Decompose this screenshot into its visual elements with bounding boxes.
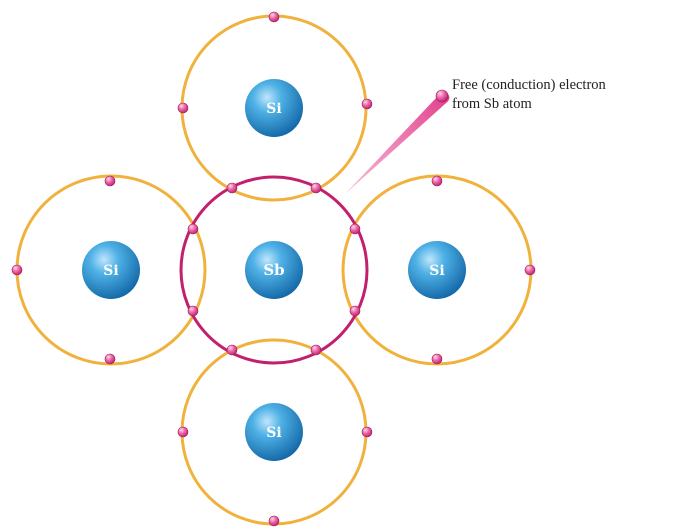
si-right-label: Si	[429, 263, 444, 279]
si-bottom-electron-left	[177, 426, 189, 438]
shared-electron-bottom-right	[310, 344, 322, 356]
shared-electron-left-upper	[187, 223, 199, 235]
si-right-electron-top	[431, 175, 443, 187]
free-conduction-electron	[435, 89, 449, 103]
electrons-layer	[11, 11, 536, 527]
si-top-electron-left	[177, 102, 189, 114]
annotation-line-2: from Sb atom	[452, 96, 532, 112]
si-left-nucleus	[82, 241, 140, 299]
sb-center-nucleus	[245, 241, 303, 299]
si-top-nucleus	[245, 79, 303, 137]
shared-electron-bottom-left	[226, 344, 238, 356]
si-bottom-electron-bottom	[268, 515, 280, 527]
si-left-label: Si	[103, 263, 118, 279]
si-left-electron-left	[11, 264, 23, 276]
si-top-label: Si	[266, 101, 281, 117]
shared-electron-right-upper	[349, 223, 361, 235]
sb-center-label: Sb	[263, 261, 284, 279]
si-left-electron-top	[104, 175, 116, 187]
pointer-layer	[345, 92, 450, 194]
shared-electron-right-lower	[349, 305, 361, 317]
si-right-nucleus	[408, 241, 466, 299]
si-bottom-nucleus	[245, 403, 303, 461]
si-left-electron-bottom	[104, 353, 116, 365]
si-bottom-label: Si	[266, 425, 281, 441]
si-top-electron-right	[361, 98, 373, 110]
si-right-electron-right	[524, 264, 536, 276]
sb-center-orbit	[179, 175, 369, 365]
shared-electron-left-lower	[187, 305, 199, 317]
si-right-electron-bottom	[431, 353, 443, 365]
si-bottom-electron-right	[361, 426, 373, 438]
shared-electron-top-right	[310, 182, 322, 194]
annotation-line-1: Free (conduction) electron	[452, 77, 607, 93]
si-top-electron-top	[268, 11, 280, 23]
shared-electron-top-left	[226, 182, 238, 194]
free-electron-pointer	[345, 92, 450, 194]
